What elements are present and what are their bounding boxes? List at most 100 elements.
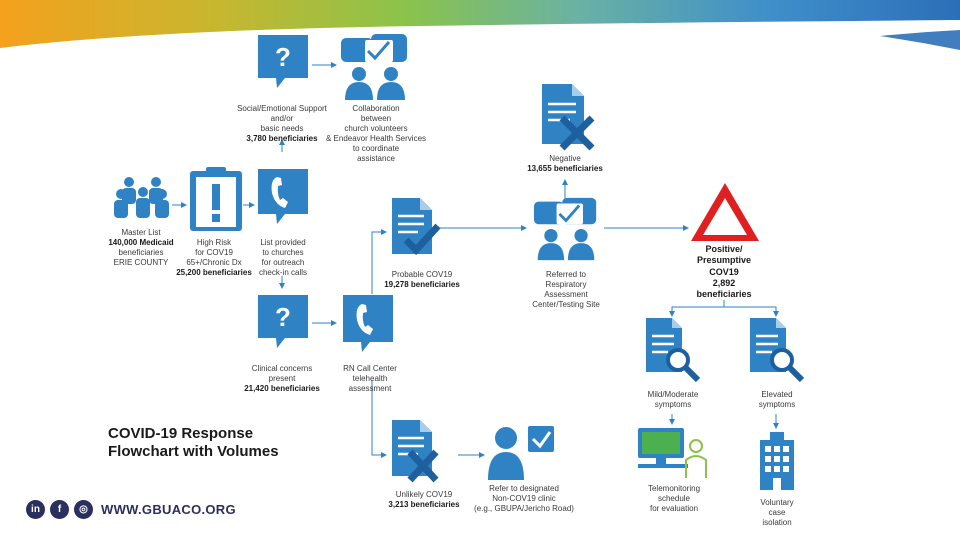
unlikely-count: 3,213 beneficiaries [388,500,460,509]
master-list-county: ERIE COUNTY [113,258,169,267]
positive-count: 2,892 [712,277,736,288]
master-list-title: Master List [121,228,161,237]
phone-bubble-icon [343,295,393,352]
collaboration-line5: to coordinate [352,144,400,153]
churches-line2: to churches [262,248,304,257]
collaboration-line2: between [360,114,392,123]
node-telemonitoring: Telemonitoring schedule for evaluation [628,484,720,514]
churches-line1: List provided [260,238,306,247]
node-master-list: Master List 140,000 Medicaid beneficiari… [100,228,182,268]
social-support-title: Social/Emotional Support [237,104,327,113]
referred-line3: Assessment [544,290,588,299]
document-x-icon [392,420,439,483]
node-positive: Positive/ Presumptive COV19 2,892 benefi… [684,244,764,300]
node-rn-call: RN Call Center telehealth assessment [330,364,410,394]
elevated-line1: Elevated [761,390,793,399]
collaboration-icon [341,34,407,100]
high-risk-line2: for COV19 [195,248,233,257]
refer-clinic-line1: Refer to designated [489,484,559,493]
svg-text:?: ? [275,302,291,332]
node-churches: List provided to churches for outreach c… [248,238,318,278]
building-icon [760,432,794,490]
high-risk-count: 25,200 beneficiaries [176,268,252,277]
social-support-line2: and/or [270,114,294,123]
document-search-icon [750,318,805,383]
voluntary-line1: Voluntary [760,498,794,507]
question-bubble-icon: ? [258,35,308,88]
telemonitoring-line1: Telemonitoring [647,484,701,493]
document-check-icon [392,198,441,256]
node-high-risk: High Risk for COV19 65+/Chronic Dx 25,20… [172,238,256,278]
churches-line3: for outreach [261,258,305,267]
voluntary-line3: isolation [762,518,792,527]
node-elevated: Elevated symptoms [740,390,814,410]
question-bubble-icon: ? [258,295,308,348]
linkedin-icon[interactable]: in [26,500,45,519]
node-probable: Probable COV19 19,278 beneficiaries [372,270,472,290]
document-x-icon [542,84,595,151]
person-check-icon [488,426,554,480]
telemonitoring-line3: for evaluation [649,504,699,513]
clinical-line1: Clinical concerns [251,364,313,373]
rn-call-line3: assessment [348,384,392,393]
collaboration-icon [533,197,597,261]
node-social-support: Social/Emotional Support and/or basic ne… [226,104,338,144]
flowchart-title: COVID-19 Response Flowchart with Volumes [108,425,279,461]
referred-line2: Respiratory [545,280,587,289]
elevated-line2: symptoms [758,400,796,409]
mild-line2: symptoms [654,400,692,409]
people-group-icon [114,177,169,218]
title-line2: Flowchart with Volumes [108,443,279,460]
phone-bubble-icon [258,169,308,224]
document-search-icon [646,318,701,383]
positive-line3: COV19 [709,266,739,277]
collaboration-line6: assistance [357,154,395,163]
svg-text:?: ? [275,42,291,72]
master-list-count: 140,000 Medicaid [108,238,174,247]
facebook-icon[interactable]: f [50,500,69,519]
telemonitoring-line2: schedule [657,494,691,503]
referred-line4: Center/Testing Site [532,300,600,309]
title-line1: COVID-19 Response [108,425,254,442]
node-unlikely: Unlikely COV19 3,213 beneficiaries [376,490,472,510]
node-clinical: Clinical concerns present 21,420 benefic… [236,364,328,394]
header-banner [0,0,960,50]
high-risk-line3: 65+/Chronic Dx [186,258,242,267]
unlikely-label: Unlikely COV19 [395,490,453,499]
warning-triangle-icon [691,183,759,241]
node-collaboration: Collaboration between church volunteers … [318,104,434,164]
social-support-line3: basic needs [260,124,304,133]
computer-person-icon [638,428,707,478]
positive-line1: Positive/ [705,244,743,254]
voluntary-line2: case [768,508,786,517]
rn-call-line2: telehealth [352,374,388,383]
refer-clinic-line3: (e.g., GBUPA/Jericho Road) [474,504,574,513]
website-link[interactable]: WWW.GBUACO.ORG [101,502,236,517]
node-refer-clinic: Refer to designated Non-COV19 clinic (e.… [462,484,586,514]
high-risk-title: High Risk [196,238,232,247]
collaboration-line1: Collaboration [352,104,400,113]
positive-unit: beneficiaries [696,289,752,299]
collaboration-line3: church volunteers [344,124,408,133]
node-referred: Referred to Respiratory Assessment Cente… [520,270,612,310]
node-negative: Negative 13,655 beneficiaries [514,154,616,174]
clinical-line2: present [268,374,296,383]
negative-count: 13,655 beneficiaries [527,164,603,173]
negative-label: Negative [549,154,581,163]
collaboration-line4: & Endeavor Health Services [325,134,427,143]
referred-line1: Referred to [545,270,587,279]
refer-clinic-line2: Non-COV19 clinic [492,494,556,503]
clipboard-alert-icon [190,167,242,231]
mild-line1: Mild/Moderate [647,390,699,399]
positive-line2: Presumptive [696,255,752,266]
instagram-icon[interactable]: ◎ [74,500,93,519]
probable-label: Probable COV19 [391,270,453,279]
probable-count: 19,278 beneficiaries [384,280,460,289]
rn-call-line1: RN Call Center [343,364,397,373]
social-support-count: 3,780 beneficiaries [246,134,318,143]
node-voluntary: Voluntary case isolation [742,498,812,528]
clinical-count: 21,420 beneficiaries [244,384,320,393]
node-mild: Mild/Moderate symptoms [632,390,714,410]
churches-line4: check-in calls [258,268,307,277]
